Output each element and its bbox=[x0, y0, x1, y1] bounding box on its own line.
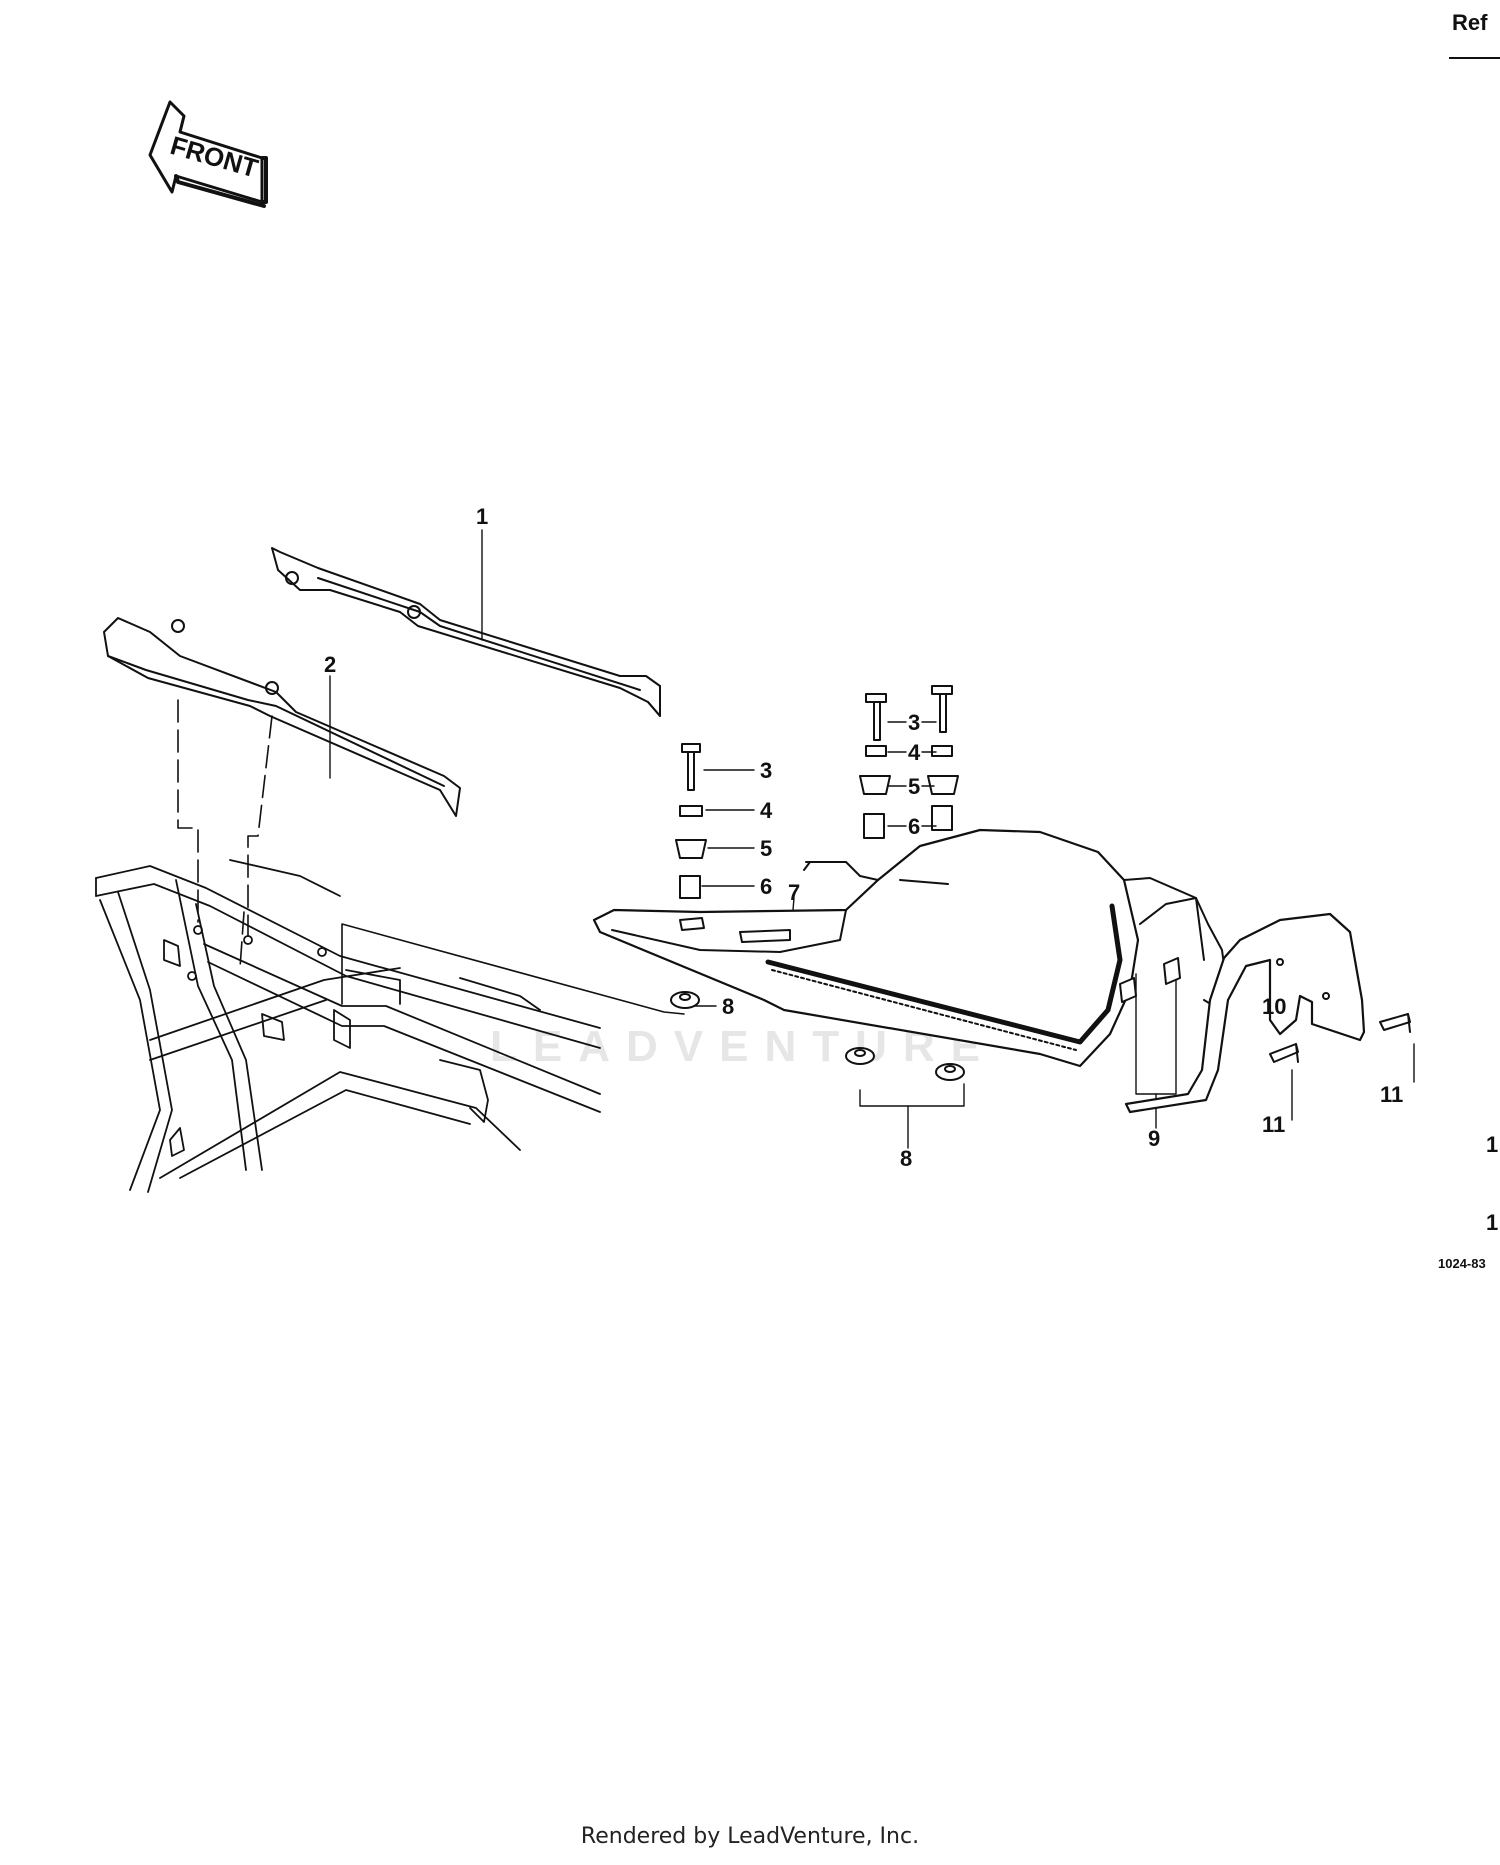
callout-1: 1 bbox=[476, 504, 488, 529]
hardware-stack-a bbox=[675, 743, 707, 899]
part-11-screws bbox=[1269, 1013, 1411, 1063]
callout-7: 7 bbox=[788, 880, 800, 905]
washer-4a-icon bbox=[679, 805, 703, 817]
collar-6a-icon bbox=[679, 875, 701, 899]
dashed-leaders bbox=[177, 699, 273, 969]
callout-6b: 6 bbox=[908, 814, 920, 839]
bolt-3a-icon bbox=[687, 751, 695, 791]
callout-4b: 4 bbox=[908, 740, 921, 765]
ref-label: Ref bbox=[1452, 10, 1488, 35]
callout-3b: 3 bbox=[908, 710, 920, 735]
edge-number-b: 1 bbox=[1486, 1210, 1499, 1235]
leader-frame-to-8 bbox=[341, 923, 685, 1015]
frame bbox=[95, 859, 601, 1193]
callout-5b: 5 bbox=[908, 774, 920, 799]
part-1-rail bbox=[271, 547, 661, 717]
callout-8b: 8 bbox=[900, 1146, 912, 1171]
footer-credit: Rendered by LeadVenture, Inc. bbox=[580, 1824, 920, 1849]
callout-3a: 3 bbox=[760, 758, 772, 783]
part-2-rail bbox=[103, 617, 461, 817]
part-8-grommets bbox=[670, 991, 965, 1081]
front-arrow-icon bbox=[148, 100, 268, 208]
diagram-code: 1024-83 bbox=[1438, 1256, 1486, 1271]
edge-number-a: 1 bbox=[1486, 1132, 1499, 1157]
callout-5a: 5 bbox=[760, 836, 772, 861]
callout-6a: 6 bbox=[760, 874, 772, 899]
callout-2: 2 bbox=[324, 652, 336, 677]
ref-underline bbox=[1449, 57, 1500, 59]
callout-9: 9 bbox=[1148, 1126, 1160, 1151]
callout-11b: 11 bbox=[1380, 1082, 1403, 1107]
callout-4a: 4 bbox=[760, 798, 773, 823]
callout-8a: 8 bbox=[722, 994, 734, 1019]
part-7-seat bbox=[592, 828, 1227, 1068]
callout-10: 10 bbox=[1262, 994, 1286, 1019]
part-9-clips bbox=[1119, 957, 1181, 1003]
part-10-fender bbox=[1124, 912, 1366, 1114]
damper-5a-icon bbox=[675, 839, 707, 859]
callout-11a: 11 bbox=[1262, 1112, 1285, 1137]
